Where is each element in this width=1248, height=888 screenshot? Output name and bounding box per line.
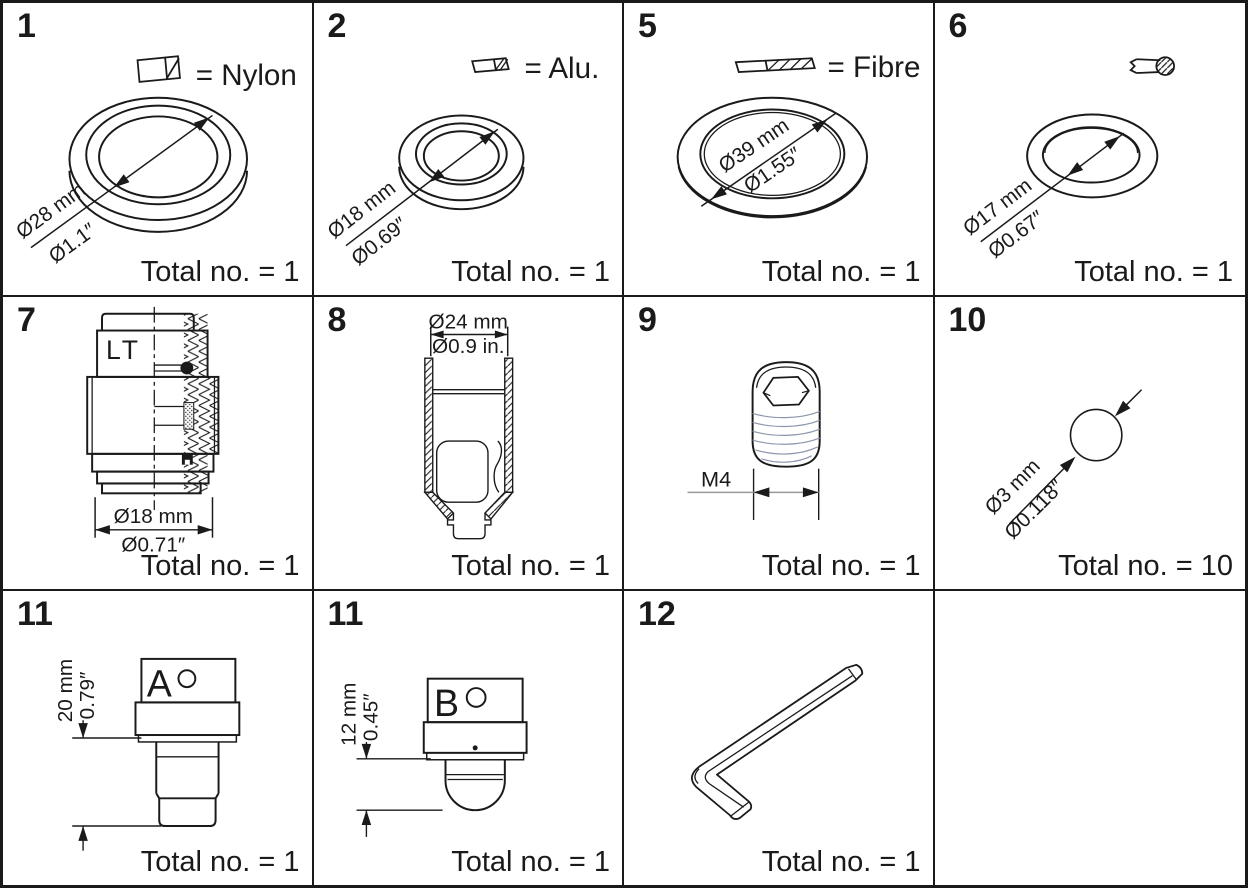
total-count-label: Total no. = 10	[1058, 550, 1233, 583]
part-cell-11a: 11 A	[3, 591, 314, 885]
material-legend-label: = Nylon	[196, 59, 297, 92]
part-number: 9	[638, 301, 657, 339]
fibre-gasket-drawing: = Fibre Ø39 mm Ø1.55″	[676, 51, 921, 219]
part-marking: B	[433, 682, 458, 724]
part-cell-1: 1 = Nylon Ø28 mm Ø1.1″ Total no. = 1	[3, 3, 314, 297]
seat-cup-drawing: Ø24 mm Ø0.9 in.	[422, 311, 514, 540]
dim-imperial: 0.79″	[76, 672, 99, 720]
part-cell-8: 8 Ø24 mm Ø0.9 in.	[313, 297, 624, 591]
total-count-label: Total no. = 1	[451, 550, 610, 583]
part-cell-11b: 11 B 12 mm	[314, 591, 624, 885]
plug-b-drawing: B 12 mm 0.45″	[337, 677, 528, 837]
thread-lines	[752, 410, 820, 463]
part-cell-2: 2 = Alu. Ø18 mm Ø0.69″ Tota	[313, 3, 624, 297]
dim-metric: Ø18 mm	[114, 505, 193, 528]
part-cell-12: 12 Total no. = 1	[624, 591, 935, 885]
total-count-label: Total no. = 1	[761, 256, 921, 289]
dim-metric: M4	[701, 466, 731, 491]
part-cell-5: 5 =	[624, 3, 935, 297]
material-legend-label: = Alu.	[524, 52, 599, 85]
part-number: 8	[327, 301, 347, 339]
set-screw-drawing: M4	[687, 361, 821, 520]
dim-metric: Ø24 mm	[428, 311, 507, 334]
part-number: 2	[327, 7, 347, 45]
part-number: 11	[327, 595, 364, 633]
plug-a-drawing: A 20 mm 0.79″	[54, 657, 241, 851]
part-cell-10: 10 Ø3 mm Ø0.118″ Total no. = 10	[934, 297, 1245, 591]
dim-imperial: Ø1.1″	[45, 219, 101, 268]
part-cell-7: 7	[3, 297, 314, 591]
part-number: 10	[948, 301, 987, 339]
nylon-gasket-drawing: = Nylon Ø28 mm Ø1.1″	[12, 55, 297, 268]
total-count-label: Total no. = 1	[451, 256, 610, 289]
nylon-section-icon	[136, 55, 181, 83]
fibre-section-icon	[734, 57, 816, 73]
material-legend-label: = Fibre	[828, 51, 921, 84]
part-number: 7	[17, 301, 36, 339]
total-count-label: Total no. = 1	[1074, 256, 1233, 289]
oring-drawing: Ø17 mm Ø0.67″	[958, 56, 1175, 263]
part-marking: A	[147, 662, 172, 704]
total-count-label: Total no. = 1	[451, 846, 610, 879]
oring-section-icon	[1128, 56, 1175, 76]
dim-metric: 12 mm	[337, 683, 360, 746]
oring-dot	[180, 361, 194, 375]
total-count-label: Total no. = 1	[140, 256, 300, 289]
dim-imperial: Ø0.71″	[121, 534, 185, 557]
alu-gasket-drawing: = Alu. Ø18 mm Ø0.69″	[323, 52, 599, 270]
hex-key-drawing	[691, 663, 864, 820]
alu-section-icon	[470, 57, 510, 74]
part-cell-9: 9	[624, 297, 935, 591]
empty-cell	[935, 591, 1246, 885]
dim-metric: 20 mm	[54, 659, 77, 722]
part-number: 12	[638, 595, 676, 633]
part-number: 5	[638, 7, 657, 45]
dim-imperial: 0.45″	[359, 693, 382, 741]
seal-block	[181, 453, 193, 465]
cartridge-drawing: LT Ø18 mm Ø0.71″	[86, 306, 220, 557]
part-marking: LT	[106, 335, 141, 365]
total-count-label: Total no. = 1	[761, 550, 921, 583]
part-number: 1	[17, 7, 36, 45]
part-number: 11	[17, 595, 53, 633]
total-count-label: Total no. = 1	[140, 846, 300, 879]
part-cell-6: 6 Ø17 mm	[934, 3, 1245, 297]
ball-drawing: Ø3 mm Ø0.118″	[980, 389, 1142, 544]
total-count-label: Total no. = 1	[140, 550, 300, 583]
part-number: 6	[948, 7, 968, 45]
dim-imperial: Ø0.9 in.	[431, 335, 504, 358]
total-count-label: Total no. = 1	[761, 846, 921, 879]
